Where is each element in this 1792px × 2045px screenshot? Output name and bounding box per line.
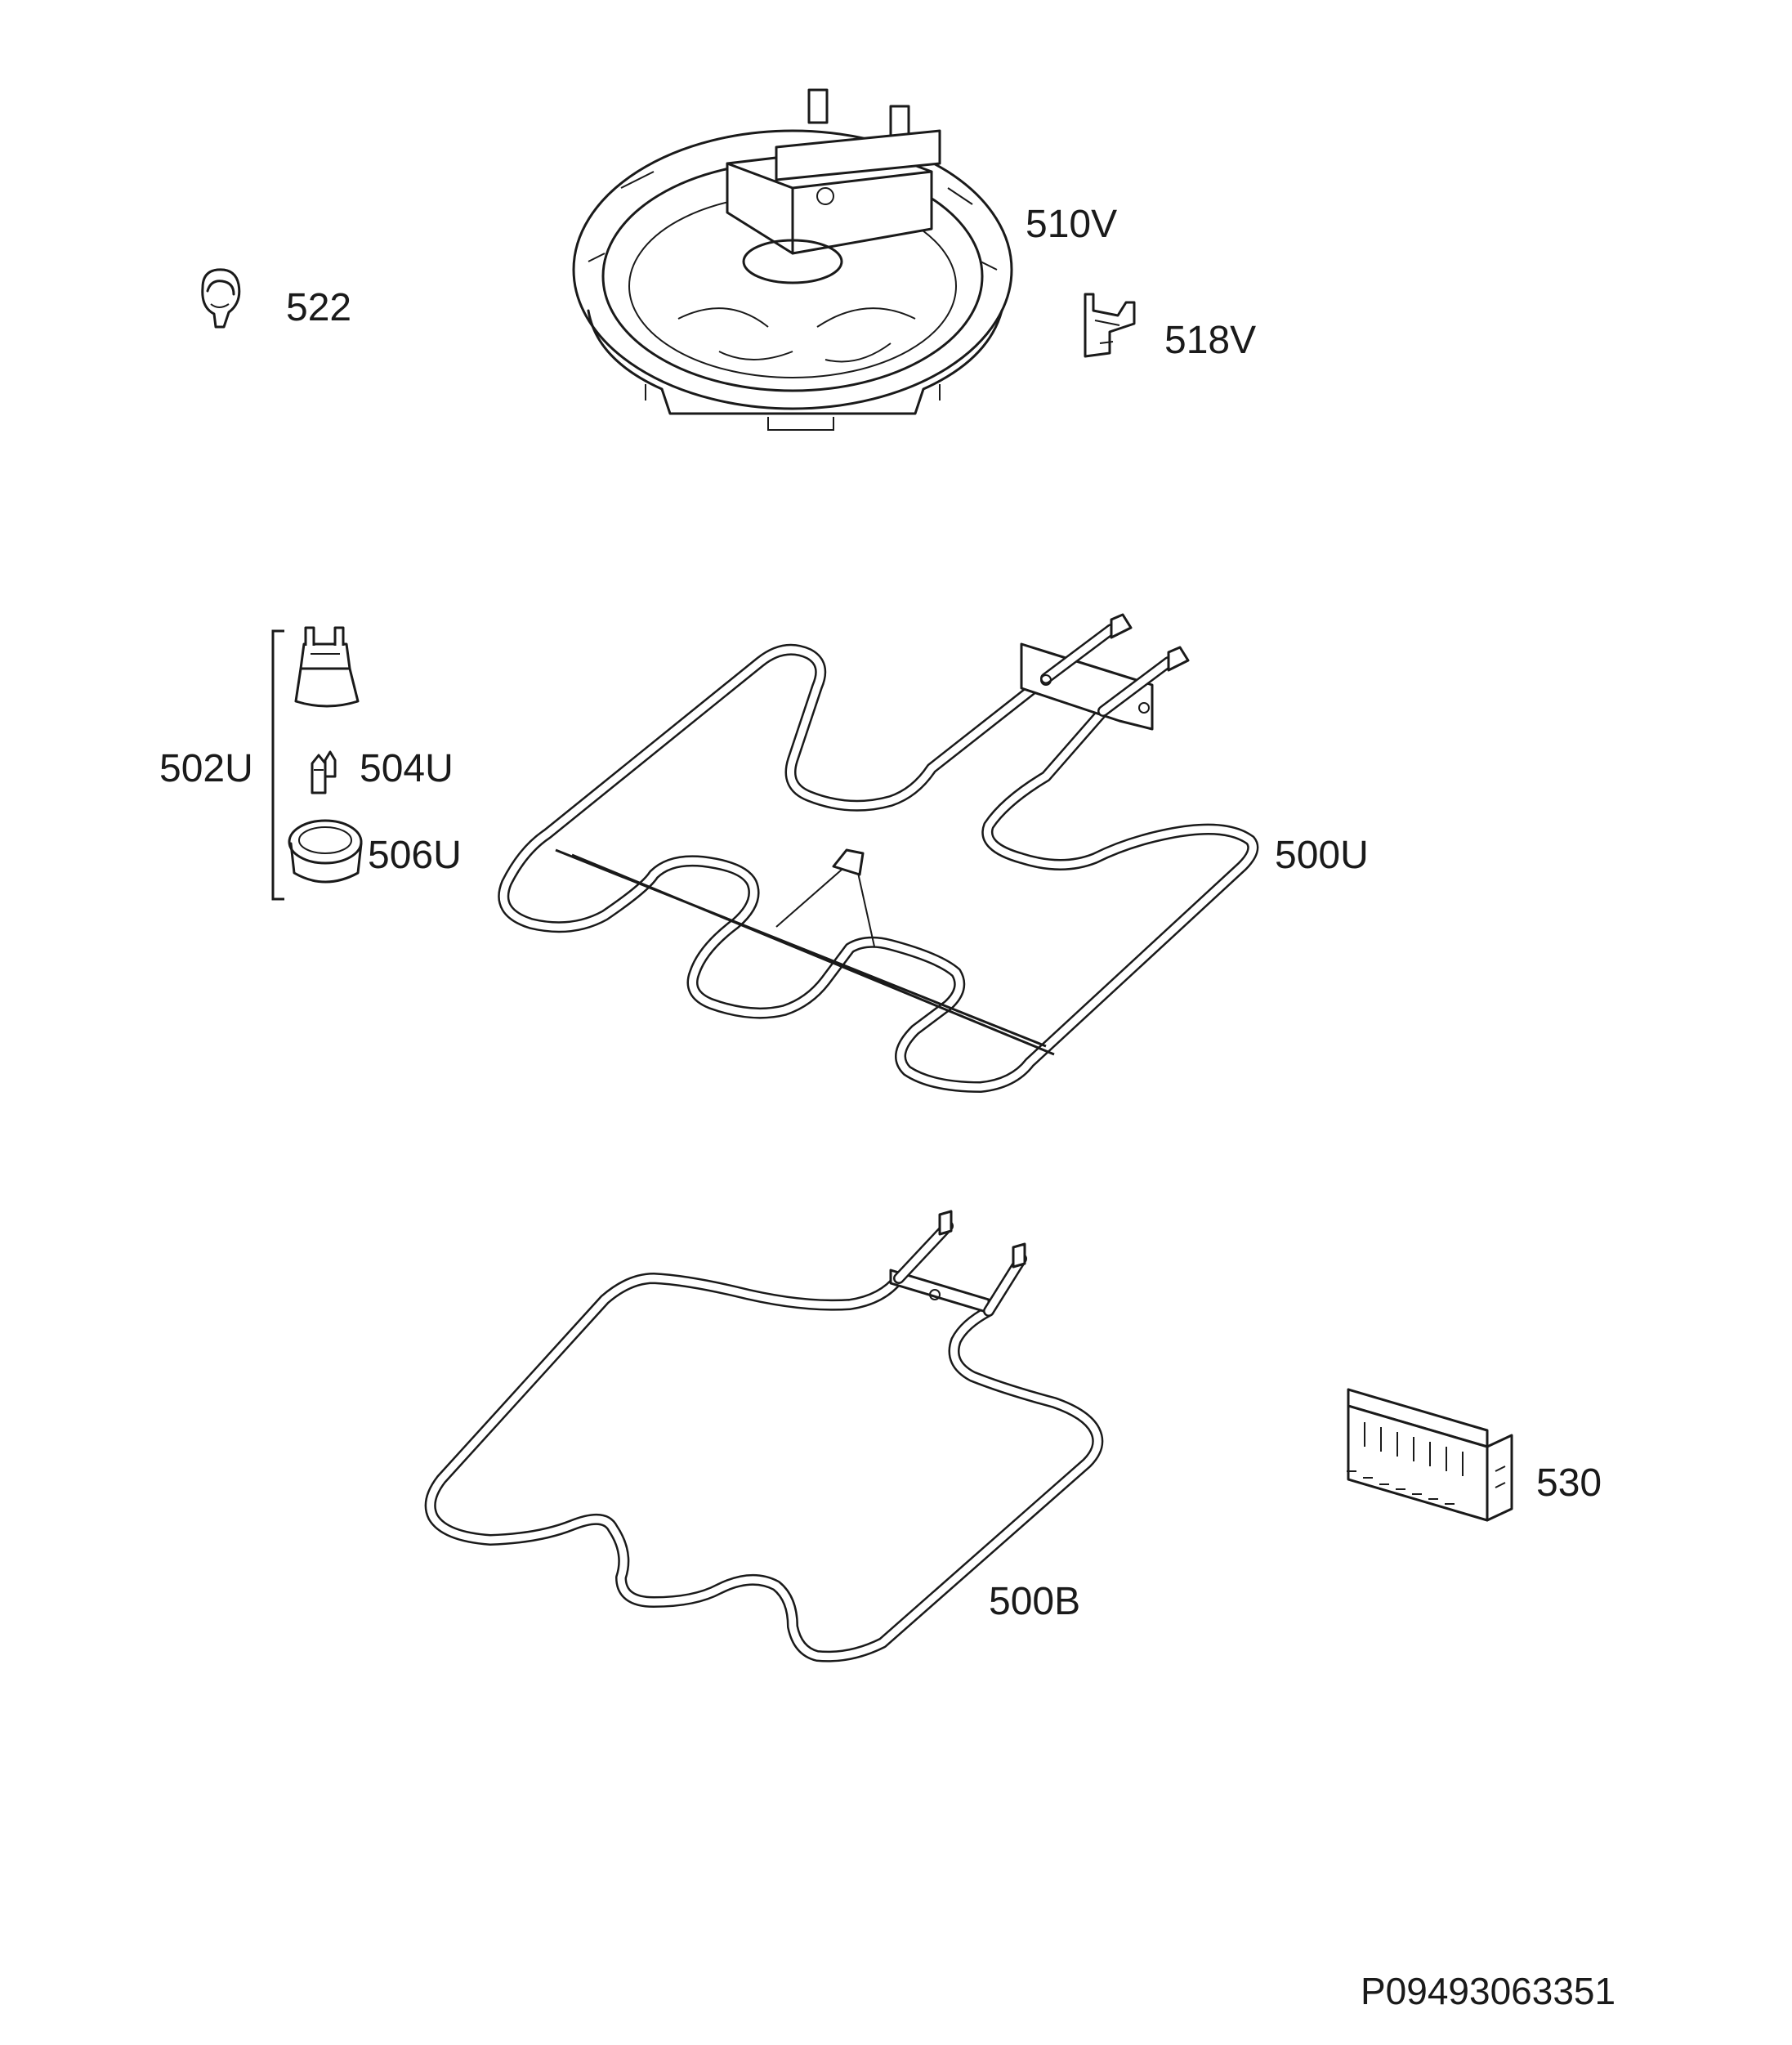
label-510v: 510V xyxy=(1026,203,1117,246)
part-522-clip-drawing xyxy=(201,268,241,329)
part-500b-bottom-heating-element-drawing xyxy=(424,1210,1104,1662)
label-500b: 500B xyxy=(989,1580,1080,1623)
part-518v-bracket-drawing xyxy=(1084,293,1136,358)
part-510v-fan-motor-drawing xyxy=(572,88,1013,431)
label-500u: 500U xyxy=(1275,834,1369,877)
part-504u-connector-drawing xyxy=(311,750,337,794)
part-500u-top-heating-element-drawing xyxy=(498,613,1259,1093)
label-504u: 504U xyxy=(360,747,454,790)
part-506u-lamp-cover-drawing xyxy=(288,819,363,884)
drawing-code: P09493063351 xyxy=(1361,1970,1615,2012)
part-502u-lamp-holder-drawing xyxy=(294,626,360,708)
label-518v: 518V xyxy=(1164,319,1256,362)
part-530-terminal-block-drawing xyxy=(1347,1388,1513,1522)
group-bracket-502u xyxy=(271,629,284,901)
label-522: 522 xyxy=(286,286,351,329)
label-530: 530 xyxy=(1536,1461,1602,1505)
label-502u: 502U xyxy=(159,747,253,790)
label-506u: 506U xyxy=(368,834,462,877)
